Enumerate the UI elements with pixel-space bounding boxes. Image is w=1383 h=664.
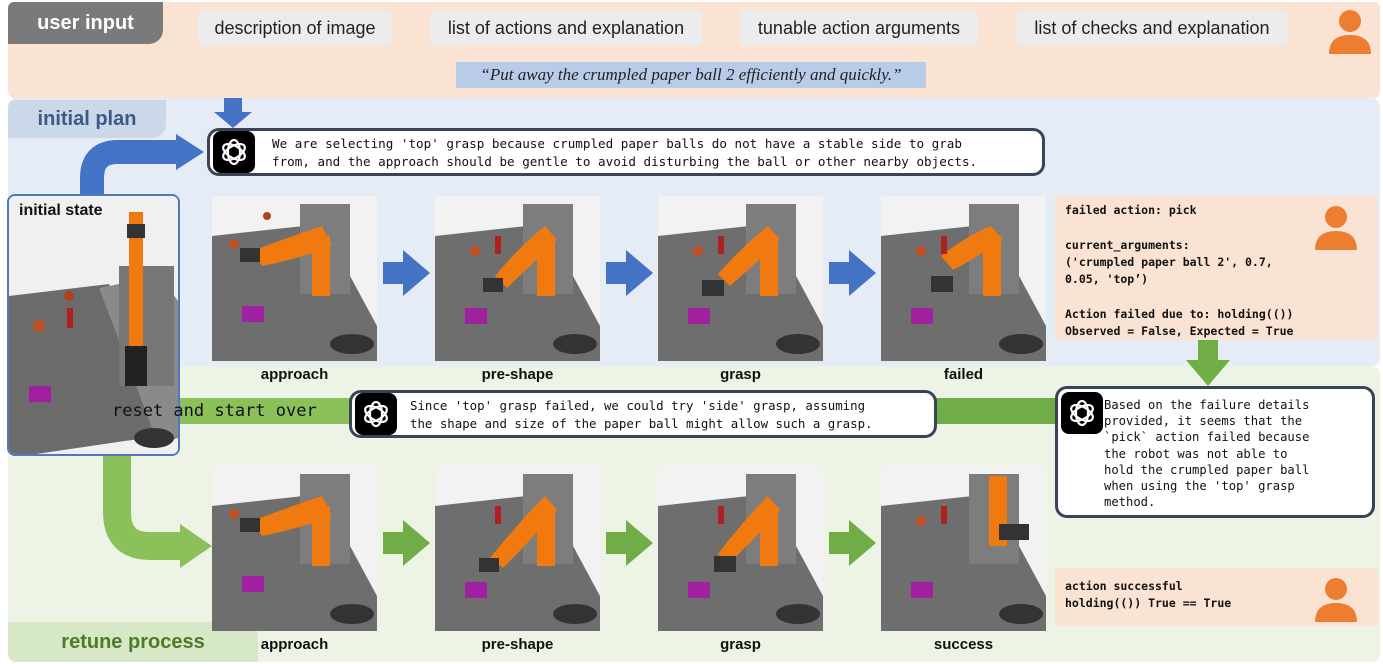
caption-approach-top: approach <box>260 366 329 383</box>
pill-checks: list of checks and explanation <box>1016 10 1288 46</box>
retune-process-tab: retune process <box>8 622 258 662</box>
caption-grasp-bottom: grasp <box>720 636 761 653</box>
pill-arguments: tunable action arguments <box>740 10 978 46</box>
person-icon <box>1329 10 1371 54</box>
gpt-plan-text: We are selecting 'top' grasp because cru… <box>272 136 978 169</box>
scene-success-bottom <box>881 466 1046 631</box>
openai-logo-icon <box>355 393 397 435</box>
scene-grasp-top <box>658 196 823 361</box>
caption-approach-bottom: approach <box>260 636 329 653</box>
initial-state-label: initial state <box>19 202 103 219</box>
user-input-tab: user input <box>8 2 163 44</box>
initial-state-scene <box>9 196 178 454</box>
task-quote: “Put away the crumpled paper ball 2 effi… <box>456 62 926 88</box>
caption-success-bottom: success <box>933 636 994 653</box>
gpt-retune-bubble: Since 'top' grasp failed, we could try '… <box>349 390 937 438</box>
caption-preshape-top: pre-shape <box>481 366 554 383</box>
openai-logo-icon <box>1061 392 1103 434</box>
openai-logo-icon <box>213 131 255 173</box>
scene-grasp-bottom <box>658 466 823 631</box>
scene-preshape-top <box>435 196 600 361</box>
gpt-analysis-bubble: Based on the failure details provided, i… <box>1055 386 1375 518</box>
initial-state-panel: initial state <box>7 194 180 456</box>
person-icon <box>1315 206 1357 250</box>
gpt-analysis-text: Based on the failure details provided, i… <box>1104 398 1310 510</box>
caption-preshape-bottom: pre-shape <box>481 636 554 653</box>
pill-description: description of image <box>198 10 392 46</box>
reset-label: reset and start over <box>112 401 317 421</box>
failure-note: failed action: pick current_arguments: (… <box>1055 196 1378 340</box>
gpt-retune-text: Since 'top' grasp failed, we could try '… <box>410 398 873 431</box>
scene-approach-bottom <box>212 466 377 631</box>
arrow-down-icon <box>214 98 252 128</box>
caption-grasp-top: grasp <box>720 366 761 383</box>
success-note: action successful holding(()) True == Tr… <box>1055 568 1378 626</box>
scene-failed-top <box>881 196 1046 361</box>
scene-approach-top <box>212 196 377 361</box>
person-icon <box>1315 578 1357 622</box>
pill-actions: list of actions and explanation <box>430 10 702 46</box>
gpt-plan-bubble: We are selecting 'top' grasp because cru… <box>207 128 1045 176</box>
initial-plan-tab: initial plan <box>8 100 166 138</box>
scene-preshape-bottom <box>435 466 600 631</box>
caption-failed-top: failed <box>943 366 984 383</box>
